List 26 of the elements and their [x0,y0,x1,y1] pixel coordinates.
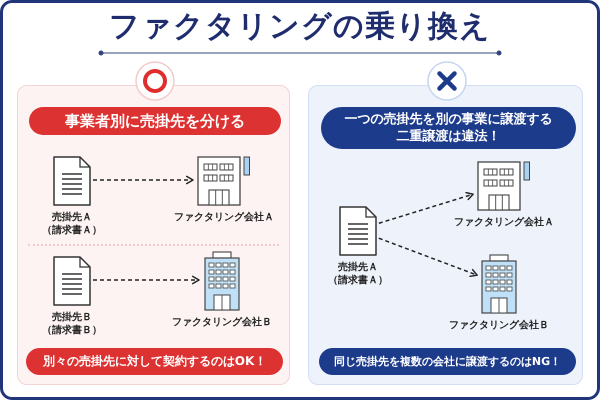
building-icon [197,156,251,206]
caption-text: ファクタリング会社Ｂ [449,319,549,332]
caption-text: （請求書Ａ） [328,274,388,287]
dashed-arrow [93,176,194,184]
title: ファクタリングの乗り換え [108,8,492,46]
dashed-arrow [378,192,474,224]
caption-text: ファクタリング会社Ａ [174,211,274,224]
dashed-arrow [93,276,200,284]
document-icon [53,256,91,306]
heading-banner: 事業者別に売掛先を分ける [29,107,281,135]
dashed-arrow [378,238,478,278]
heading-banner: 一つの売掛先を別の事業に譲渡する二重譲渡は違法！ [321,107,576,149]
document-icon [53,156,91,206]
note-banner: 同じ売掛先を複数の会社に譲渡するのはNG！ [319,348,576,375]
caption-text: （請求書Ａ） [42,224,102,237]
caption-text: （請求書Ｂ） [42,324,102,337]
document-icon [339,206,377,256]
caption-text: ファクタリング会社Ｂ [172,316,272,329]
building-icon [477,161,531,211]
caption-text: 売掛先Ｂ [52,311,92,324]
caption-text: 売掛先Ａ [338,261,378,274]
caption-text: ファクタリング会社Ａ [454,216,554,229]
building-icon [481,254,517,314]
building-icon [203,251,241,311]
note-banner: 別々の売掛先に対して契約するのはOK！ [26,348,283,375]
caption-text: 売掛先Ａ [52,211,92,224]
